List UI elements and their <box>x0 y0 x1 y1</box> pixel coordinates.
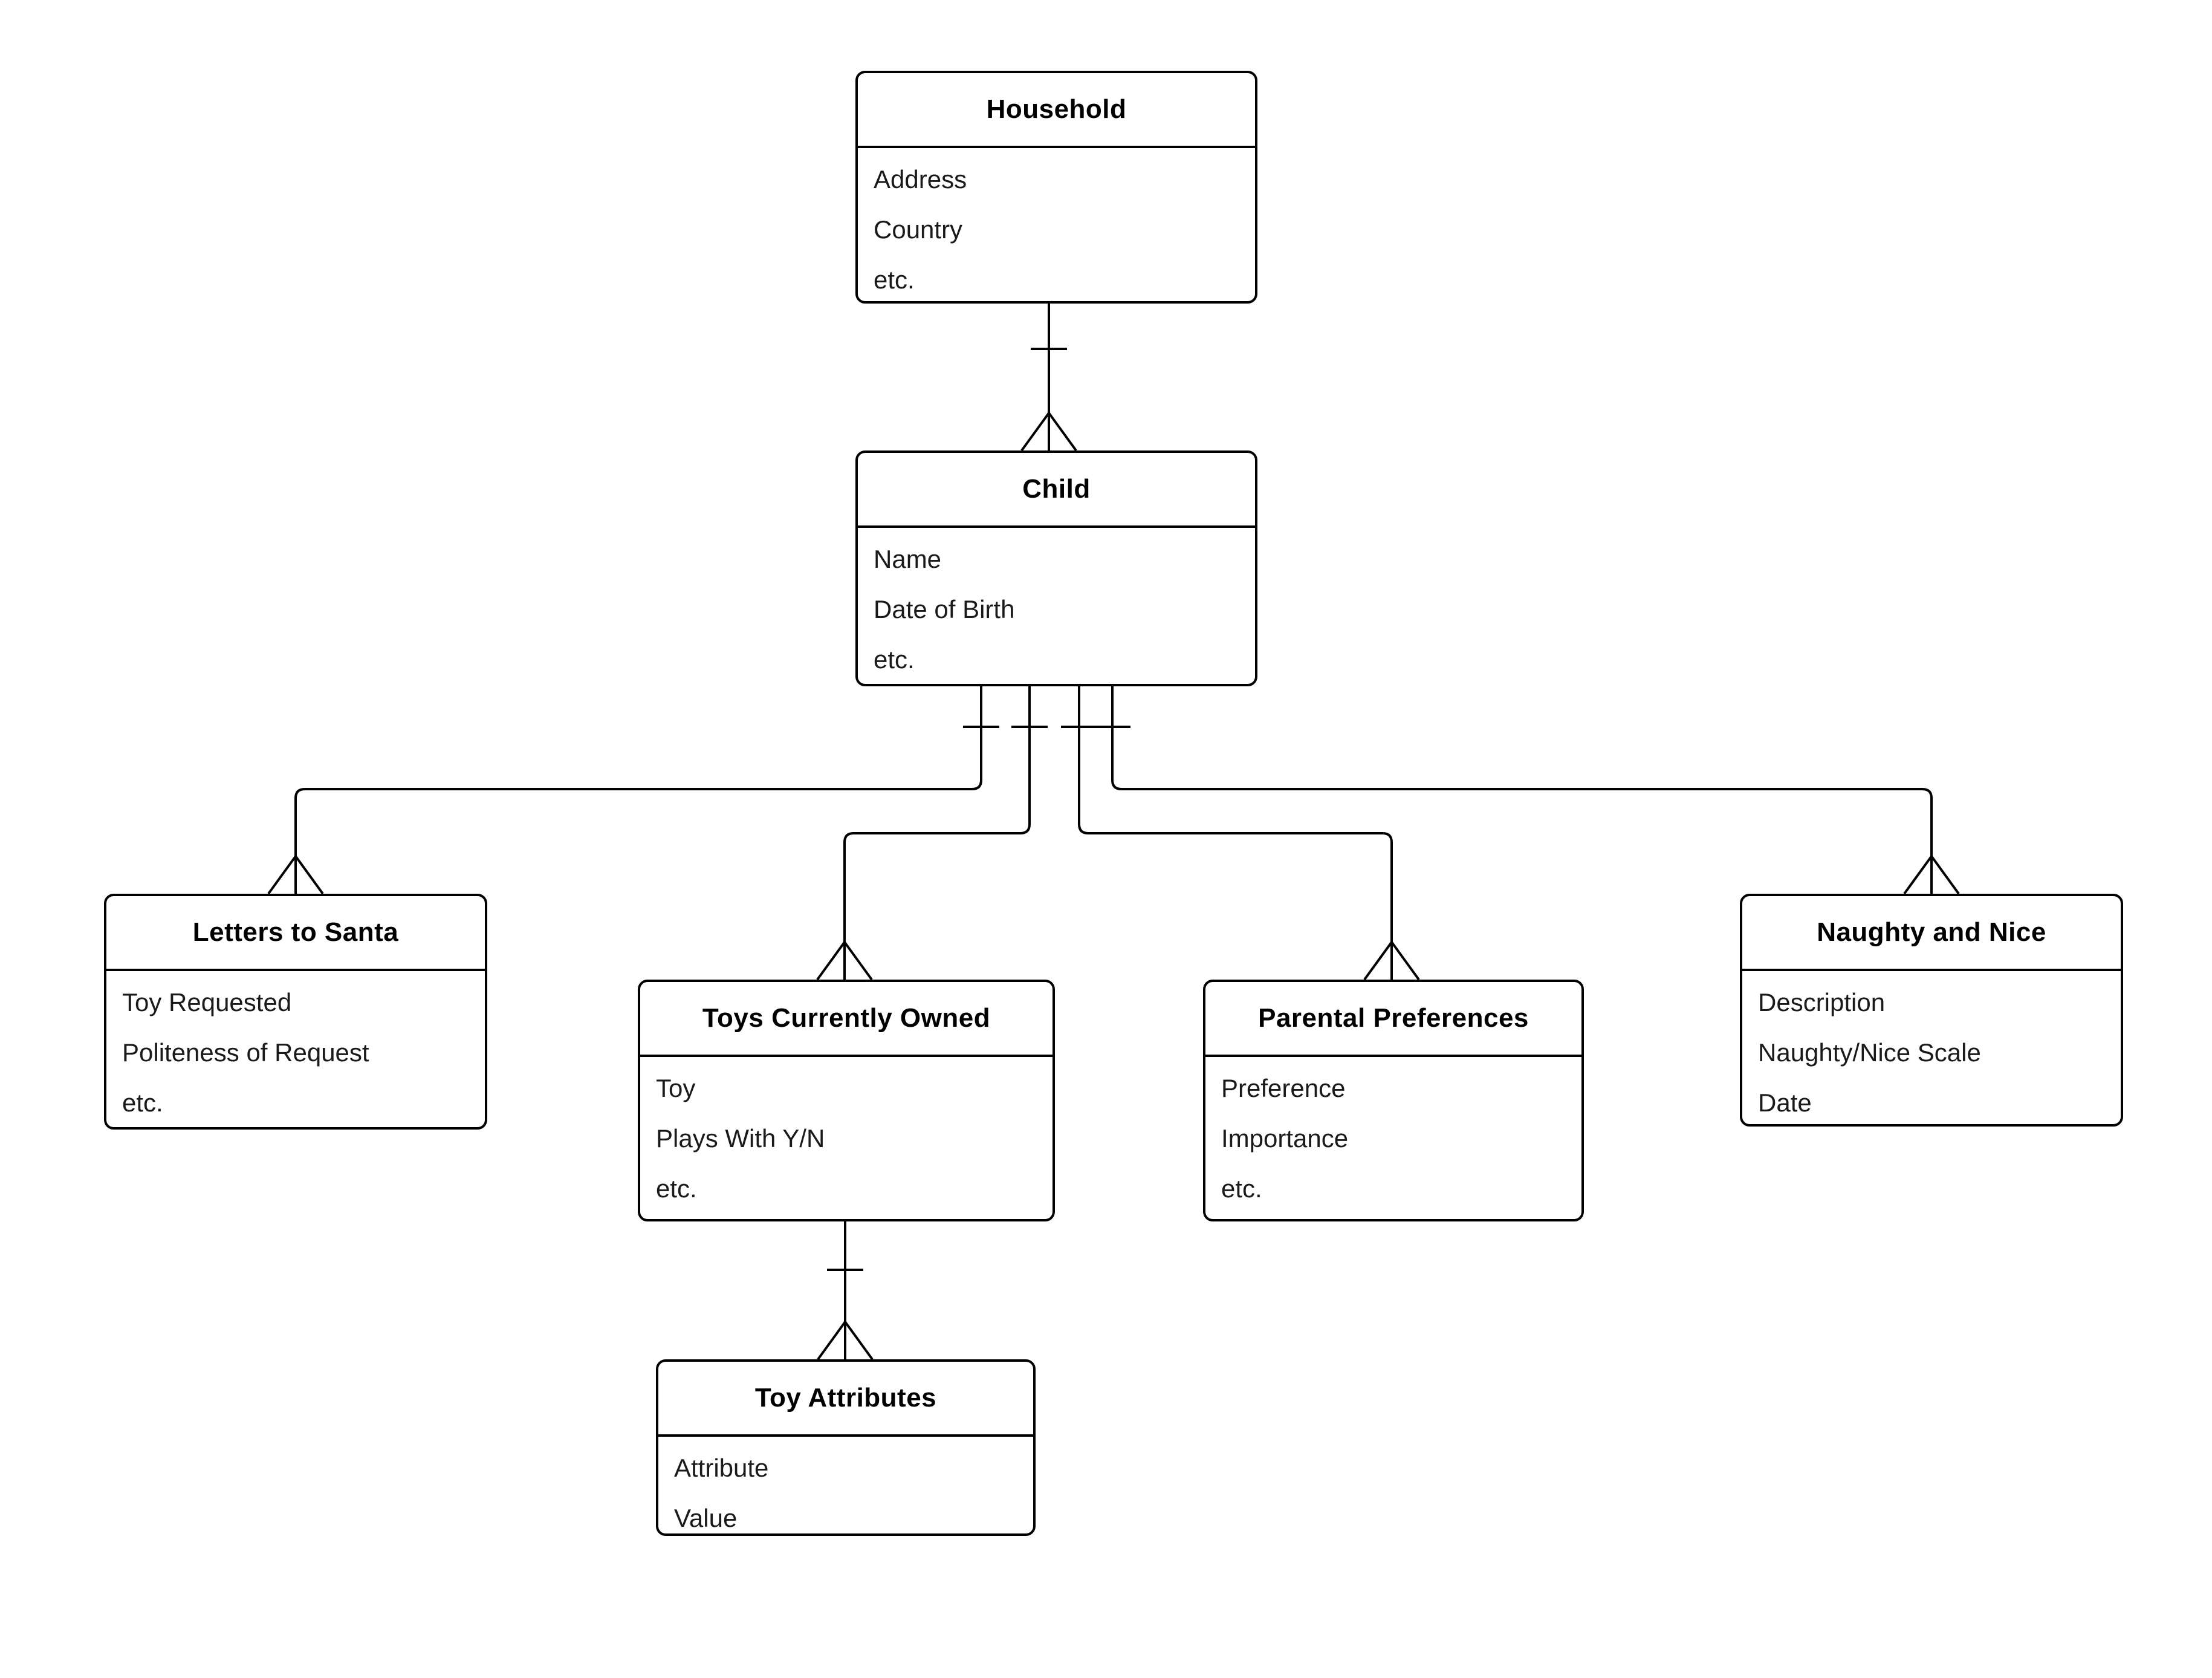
entity-title: Toy Attributes <box>658 1362 1033 1437</box>
entity-letters-to-santa: Letters to Santa Toy Requested Politenes… <box>104 894 487 1130</box>
entity-naughty-and-nice: Naughty and Nice Description Naughty/Nic… <box>1740 894 2123 1127</box>
relationship-child-parental <box>1061 686 1420 981</box>
attribute: Name <box>874 544 942 573</box>
attribute: Attribute <box>674 1453 769 1482</box>
entity-attributes: Attribute Value <box>658 1437 1033 1543</box>
connector-line <box>843 686 1031 980</box>
entity-attributes: Toy Requested Politeness of Request etc. <box>106 971 485 1128</box>
entity-attributes: Description Naughty/Nice Scale Date <box>1742 971 2121 1128</box>
attribute: Politeness of Request <box>122 1038 369 1067</box>
crows-foot-many-icon <box>1363 941 1420 981</box>
attribute: etc. <box>122 1088 163 1117</box>
entity-title: Letters to Santa <box>106 896 485 971</box>
entity-attributes: Toy Plays With Y/N etc. <box>640 1057 1052 1214</box>
relationship-child-naughty <box>1094 686 1960 895</box>
attribute: Naughty/Nice Scale <box>1758 1038 1981 1067</box>
attribute: Importance <box>1221 1124 1349 1153</box>
entity-attributes: Address Country etc. <box>858 148 1255 305</box>
entity-child: Child Name Date of Birth etc. <box>855 450 1257 686</box>
entity-title: Naughty and Nice <box>1742 896 2121 971</box>
entity-household: Household Address Country etc. <box>855 71 1257 304</box>
connector-line <box>294 686 982 894</box>
entity-title: Household <box>858 73 1255 148</box>
entity-parental-preferences: Parental Preferences Preference Importan… <box>1203 980 1584 1221</box>
entity-title: Child <box>858 453 1255 528</box>
attribute: Plays With Y/N <box>656 1124 825 1153</box>
relationship-child-letters <box>267 686 999 895</box>
attribute: Toy Requested <box>122 987 292 1016</box>
connector-line <box>1078 686 1393 980</box>
attribute: Value <box>674 1503 738 1532</box>
crows-foot-many-icon <box>817 1321 874 1361</box>
crows-foot-many-icon <box>267 855 324 895</box>
attribute: etc. <box>1221 1174 1262 1203</box>
attribute: etc. <box>874 645 915 674</box>
attribute: Toy <box>656 1073 696 1102</box>
entity-title: Parental Preferences <box>1205 982 1581 1057</box>
attribute: Address <box>874 164 967 193</box>
attribute: etc. <box>656 1174 697 1203</box>
crows-foot-many-icon <box>1903 855 1960 895</box>
entity-attributes: Name Date of Birth etc. <box>858 528 1255 685</box>
entity-title: Toys Currently Owned <box>640 982 1052 1057</box>
crows-foot-many-icon <box>816 941 873 981</box>
entity-toys-currently-owned: Toys Currently Owned Toy Plays With Y/N … <box>638 980 1055 1221</box>
attribute: Country <box>874 215 963 244</box>
connector-line <box>1111 686 1933 894</box>
attribute: Preference <box>1221 1073 1346 1102</box>
crows-foot-many-icon <box>1020 412 1077 452</box>
attribute: etc. <box>874 265 915 294</box>
relationship-toys-toyattributes <box>817 1221 874 1361</box>
attribute: Date of Birth <box>874 594 1015 623</box>
entity-attributes: Preference Importance etc. <box>1205 1057 1581 1214</box>
entity-toy-attributes: Toy Attributes Attribute Value <box>656 1359 1036 1536</box>
attribute: Date <box>1758 1088 1812 1117</box>
relationship-child-toys <box>816 686 1048 981</box>
relationship-household-child <box>1020 304 1077 452</box>
attribute: Description <box>1758 987 1886 1016</box>
